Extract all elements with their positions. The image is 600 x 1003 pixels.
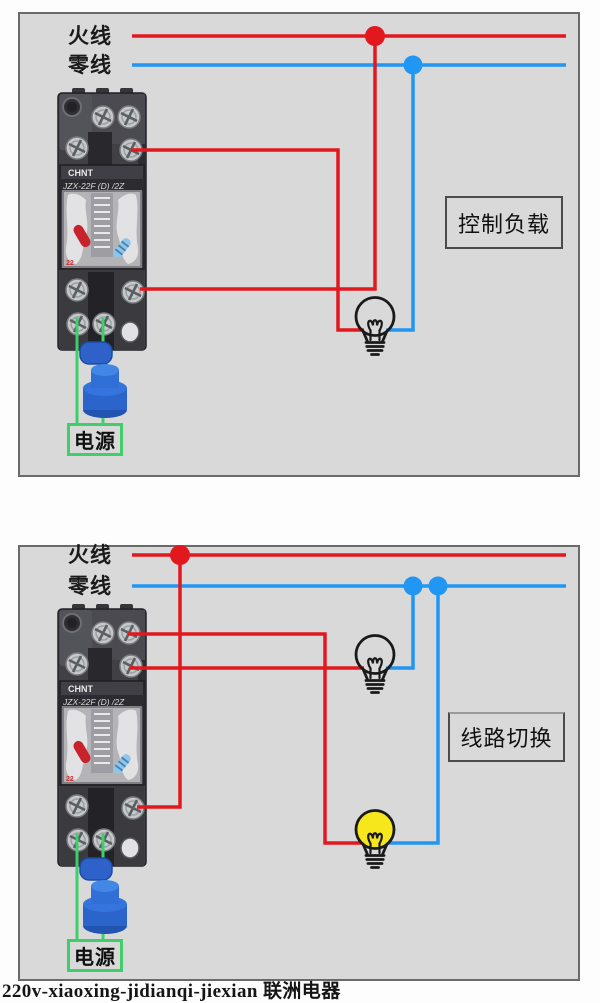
panel2-neutral-wires <box>132 584 566 845</box>
panel2-bulb-on <box>354 809 396 869</box>
panel2-live-junction <box>170 545 190 565</box>
watermark-caption: 220v-xiaoxing-jidianqi-jiexian 联洲电器 <box>2 981 341 1002</box>
panel1-live-label: 火线 <box>68 25 112 48</box>
panel2-neutral-junction-2 <box>428 576 448 596</box>
panel1-neutral-label: 零线 <box>68 54 112 77</box>
panel1-neutral-wires <box>132 63 566 332</box>
panel1-push-button <box>79 341 128 419</box>
panel2-push-button <box>79 857 128 935</box>
panel2-note-box: 线路切换 <box>448 712 565 762</box>
panel2-power-box: 电源 <box>67 939 123 972</box>
panel2-live-wires <box>128 553 566 845</box>
panel1-neutral-junction <box>403 55 423 75</box>
panel1-circuit <box>58 26 566 423</box>
panel2-live-label: 火线 <box>68 544 112 567</box>
panel2-neutral-label: 零线 <box>68 575 112 598</box>
relay-1 <box>58 88 146 350</box>
panel1-power-box: 电源 <box>67 423 123 456</box>
relay-2 <box>58 604 146 866</box>
panel1-live-wires <box>131 34 566 332</box>
panel1-live-junction <box>365 26 385 46</box>
panel1-bulb-off <box>354 296 396 356</box>
panel2-bulb-off <box>354 634 396 694</box>
panel2-neutral-junction-1 <box>403 576 423 596</box>
panel1-note-box: 控制负载 <box>445 196 563 249</box>
panel2-circuit <box>58 545 566 939</box>
